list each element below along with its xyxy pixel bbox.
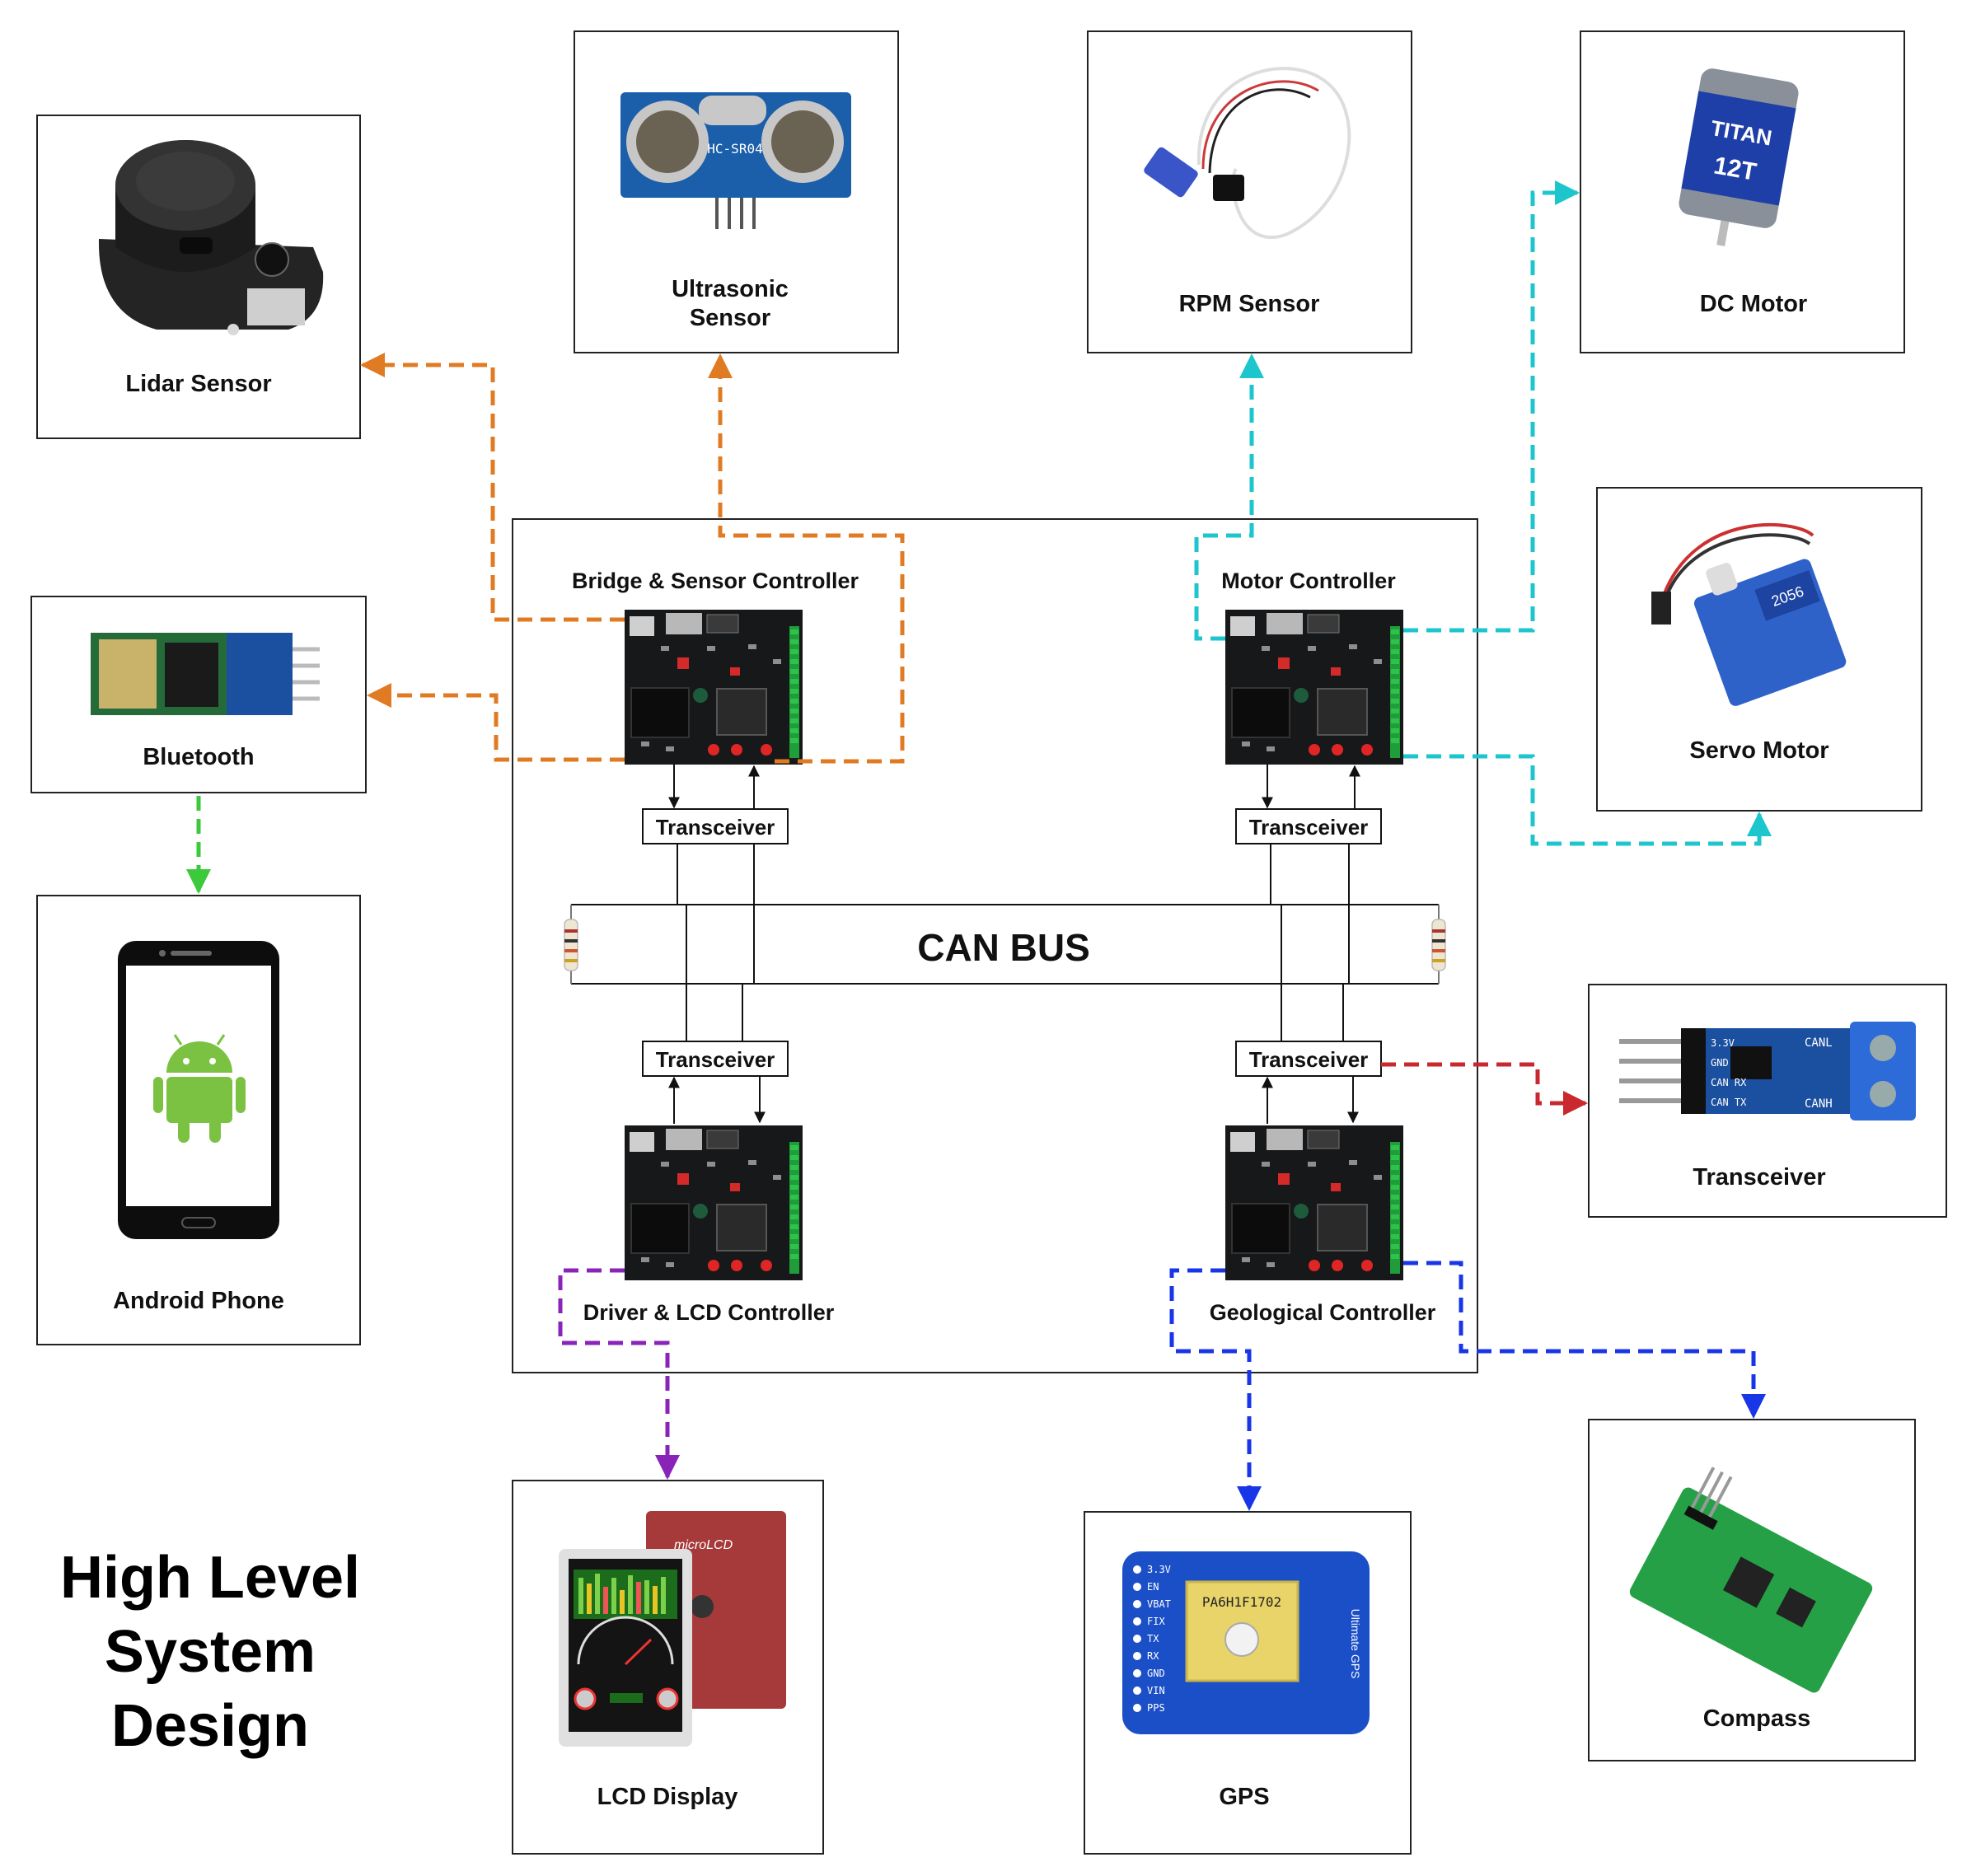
title-line: High Level: [59, 1545, 361, 1611]
gps-board-marking: Ultimate GPS: [1349, 1609, 1362, 1679]
servo-label: Servo Motor: [1689, 737, 1829, 764]
transceiver-box: Transceiver: [642, 808, 789, 844]
gps-pin-label: FIX: [1147, 1616, 1165, 1627]
rpm-sensor-image: [1144, 67, 1351, 239]
link-motor-dc: [1403, 180, 1580, 633]
bridge-controller-label: Bridge & Sensor Controller: [572, 568, 859, 593]
can-bus-label: CAN BUS: [917, 926, 1090, 969]
link-bridge-bluetooth: [367, 683, 625, 762]
android-label: Android Phone: [113, 1288, 284, 1314]
gps-pin-label: PPS: [1147, 1702, 1165, 1714]
diagram-title: High Level System Design: [16, 1541, 404, 1763]
compass-module-image: [1629, 1467, 1873, 1693]
transceiver-pin-label: CAN RX: [1711, 1077, 1747, 1088]
transceiver-module-image: 3.3V GND CAN RX CAN TX CANL CANH: [1619, 1022, 1916, 1120]
gps-pin-label: RX: [1147, 1650, 1159, 1662]
svg-text:Transceiver: Transceiver: [656, 815, 775, 840]
compass-label: Compass: [1703, 1705, 1811, 1732]
geo-controller-board: [1224, 1125, 1404, 1281]
gps-pin-label: VIN: [1147, 1685, 1165, 1696]
lidar-label: Lidar Sensor: [125, 371, 271, 397]
dc-motor-label: DC Motor: [1700, 291, 1807, 317]
servo-motor-image: 2056: [1651, 522, 1847, 706]
android-phone-image: [118, 941, 279, 1239]
terminator-resistor-right: [1431, 905, 1446, 984]
transceiver-module-label: Transceiver: [1693, 1164, 1825, 1191]
can-bus: CAN BUS: [564, 904, 1446, 985]
gps-module-image: PA6H1F1702 3.3V EN VBAT FIX TX RX GND VI…: [1122, 1551, 1370, 1734]
gps-label: GPS: [1219, 1784, 1269, 1810]
link-geo-compass: [1403, 1261, 1766, 1419]
link-driver-lcd: [558, 1268, 680, 1480]
bus-connections: [677, 844, 1350, 1041]
gps-module-marking: PA6H1F1702: [1202, 1594, 1281, 1610]
transceiver-box: Transceiver: [1235, 808, 1382, 844]
driver-controller-label: Driver & LCD Controller: [583, 1300, 835, 1325]
link-bridge-lidar: [360, 353, 625, 622]
lcd-display-image: microLCD: [559, 1511, 786, 1747]
ultrasonic-label-line-1: Ultrasonic: [672, 276, 789, 302]
transceiver-pin-label: GND: [1711, 1057, 1729, 1069]
rpm-box: [1087, 30, 1412, 353]
transceiver-pin-label: CANL: [1805, 1036, 1833, 1050]
geo-controller-label: Geological Controller: [1210, 1300, 1436, 1325]
board-transceiver-arrows: [668, 765, 1360, 1124]
android-logo-icon: [153, 1034, 246, 1143]
link-bridge-ultrasonic: [708, 353, 905, 764]
title-line: Design: [110, 1693, 310, 1759]
system-boundary: [512, 518, 1478, 1373]
svg-text:Transceiver: Transceiver: [656, 1047, 775, 1072]
bridge-controller-board: [624, 609, 803, 765]
bluetooth-label: Bluetooth: [143, 744, 254, 770]
driver-controller-board: [624, 1125, 803, 1281]
svg-text:Transceiver: Transceiver: [1249, 1047, 1369, 1072]
dc-motor-image: TITAN 12T: [1679, 68, 1799, 246]
title-line: System: [104, 1619, 316, 1685]
transceiver-pin-label: CAN TX: [1711, 1097, 1747, 1108]
lcd-label: LCD Display: [597, 1784, 738, 1810]
ultrasonic-image: HC-SR04: [620, 92, 851, 229]
transceiver-box: Transceiver: [642, 1041, 789, 1077]
transceiver-pin-label: 3.3V: [1711, 1037, 1735, 1049]
link-motor-servo: [1403, 754, 1772, 846]
gps-pin-label: EN: [1147, 1581, 1159, 1593]
gps-pin-label: GND: [1147, 1668, 1165, 1679]
gps-pin-label: TX: [1147, 1633, 1159, 1644]
transceiver-box: Transceiver: [1235, 1041, 1382, 1077]
ultrasonic-model-marking: HC-SR04: [707, 141, 762, 157]
link-geo-gps: [1169, 1268, 1262, 1511]
terminator-resistor-left: [564, 905, 578, 984]
link-transceiver-module: [1381, 1062, 1588, 1116]
rpm-label: RPM Sensor: [1179, 291, 1320, 317]
motor-controller-label: Motor Controller: [1221, 568, 1396, 593]
bluetooth-image: [91, 633, 320, 715]
motor-controller-board: [1224, 609, 1404, 765]
lcd-brand-marking: microLCD: [674, 1538, 733, 1552]
ultrasonic-label-line-2: Sensor: [690, 305, 770, 331]
lidar-image: [98, 140, 324, 335]
gps-pin-label: VBAT: [1147, 1598, 1171, 1610]
gps-pin-label: 3.3V: [1147, 1564, 1171, 1575]
transceiver-pin-label: CANH: [1805, 1097, 1833, 1111]
svg-text:Transceiver: Transceiver: [1249, 815, 1369, 840]
link-motor-rpm: [1194, 353, 1264, 641]
